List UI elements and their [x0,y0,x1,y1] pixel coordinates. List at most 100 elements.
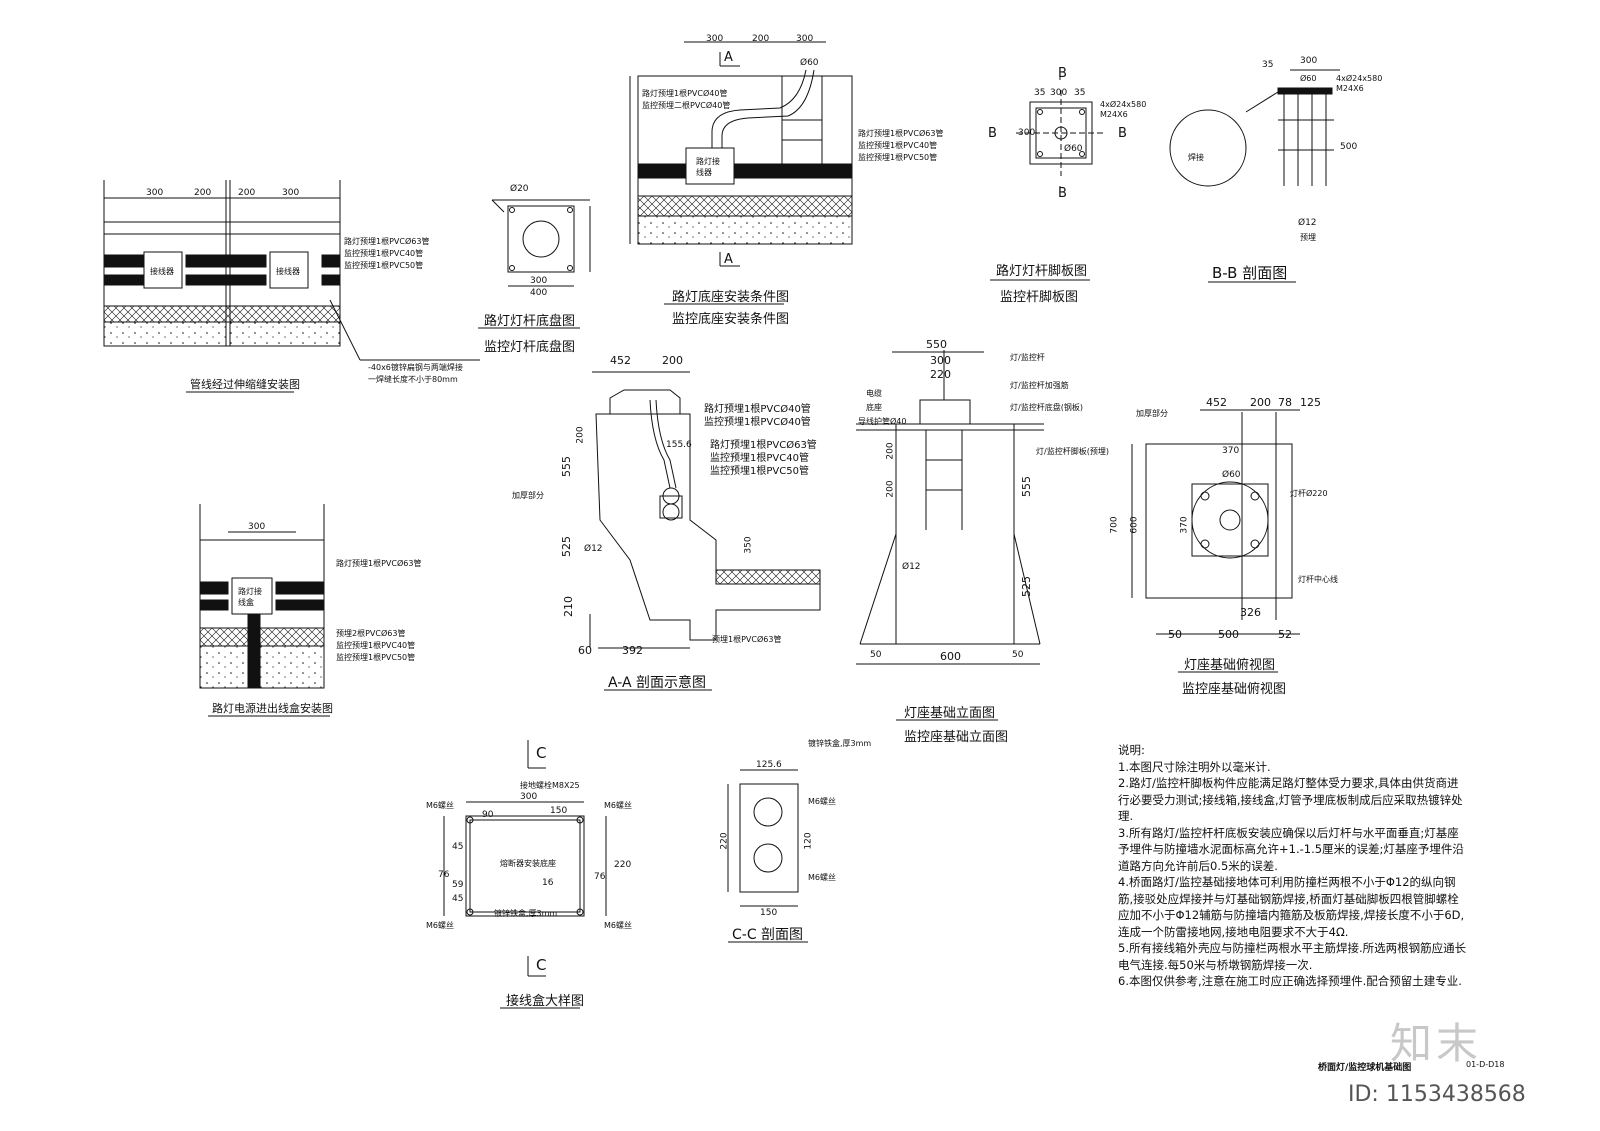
plan-dim-7: 700 [1109,516,1120,534]
aa-section-figure [589,371,821,649]
junction-dim-3: 150 [550,806,568,816]
elev-title: 灯座基础立面图 [904,706,996,721]
baseplate-title: 路灯灯杆底盘图 [484,314,576,329]
plan-dim-9: 370 [1179,516,1190,534]
junction-label-5: M6螺丝 [604,921,632,930]
install-label-right-1: 路灯预埋1根PVCØ63管 [858,129,944,138]
footplate-dim-5: Ø60 [1064,144,1083,154]
junction-dim-6: 45 [452,894,464,904]
elev-dim-4: 555 [1020,476,1033,497]
junction-section-top: C [536,744,547,762]
aa-dim-11: Ø12 [584,544,603,554]
elev-label-1: 灯/监控杆 [1010,353,1045,362]
install-dim-3: 300 [796,34,814,44]
footplate-dim-2: 300 [1050,88,1068,98]
footplate-section-right: B [1118,126,1127,141]
footplate-dim-4: 300 [1018,128,1036,138]
plan-dim-1: 452 [1206,396,1227,409]
aa-label-5: 监控预埋1根PVC50管 [710,466,809,477]
junction-label-3: M6螺丝 [604,801,632,810]
expansion-box-label: 接线器 [150,267,174,276]
bb-dim-3: Ø60 [1300,74,1317,83]
elev-dim-7: 525 [1020,576,1033,597]
plan-dim-13: 52 [1278,628,1292,641]
baseplate-dim-3: 400 [530,288,548,298]
notes-item-4: 4.桥面路灯/监控基础接地体可利用防撞栏两根不小于Φ12的纵向钢筋,接驳处应焊接… [1118,875,1465,939]
cc-label-1: 镀锌铁盒,厚3mm [808,739,872,748]
footplate-dim-1: 35 [1034,88,1046,98]
cc-title: C-C 剖面图 [732,927,804,943]
elev-label-7: 导线护管Ø40 [858,417,907,426]
bb-label-1: 预埋 [1300,233,1316,242]
plan-dim-4: 125 [1300,396,1321,409]
aa-dim-9: 60 [578,644,592,657]
power-pipe-b2: 监控预埋1根PVC40管 [336,641,416,650]
aa-dim-1: 452 [610,354,631,367]
elev-label-4: 灯/监控杆脚板(预埋) [1036,447,1109,456]
design-notes: 说明: 1.本图尺寸除注明外以毫米计. 2.路灯/监控杆脚板构件应能满足路灯整体… [1118,742,1468,990]
power-box-figure [199,504,325,689]
install-section-bottom: A [724,252,733,267]
baseplate-subtitle: 监控灯杆底盘图 [484,340,576,355]
notes-item-5: 5.所有接线箱外壳应与防撞栏两根水平主筋焊接.所选两根钢筋应通长电气连接.每50… [1118,941,1467,972]
plan-subtitle: 监控座基础俯视图 [1182,682,1287,697]
bb-label-2: 焊接 [1188,153,1204,162]
plan-dim-8: 600 [1129,516,1140,534]
power-pipe-b1: 预埋2根PVCØ63管 [336,629,406,638]
junction-dim-4: 45 [452,842,464,852]
elev-label-3: 灯/监控杆底盘(钢板) [1010,403,1083,412]
junction-box-figure [443,801,607,917]
drawing-number: 01-D-D18 [1466,1060,1505,1069]
junction-dim-7: 76 [438,870,450,880]
install-dim-2: 200 [752,34,770,44]
aa-dim-8: 210 [562,596,575,617]
plan-label-2: 灯杆中心线 [1298,575,1338,584]
notes-item-2: 2.路灯/监控杆脚板构件应能满足路灯整体受力要求,具体由供货商进行必要受力测试;… [1118,776,1463,823]
plan-dim-3: 78 [1278,396,1292,409]
bb-dim-7: Ø12 [1298,218,1317,228]
expansion-note: -40x6镀锌扁钢与两端焊接 [368,363,463,372]
elev-dim-9: 600 [940,650,961,663]
plan-label-1: 加厚部分 [1136,409,1168,418]
aa-dim-4: 200 [575,426,586,444]
elev-subtitle: 监控座基础立面图 [904,730,1009,745]
expansion-box-label-2: 接线器 [276,267,300,276]
footplate-dim-6: 4xØ24x580 [1100,100,1147,109]
elev-dim-2: 300 [930,354,951,367]
expansion-joint-figure [103,180,480,361]
aa-label-4: 监控预埋1根PVC40管 [710,453,809,464]
cc-dim-4: 150 [760,908,778,918]
power-title: 路灯电源进出线盒安装图 [212,702,333,715]
bb-dim-2: 300 [1300,56,1318,66]
expansion-title: 管线经过伸缩缝安装图 [190,378,300,391]
drawing-name: 桥面灯/监控球机基础图 [1318,1063,1412,1073]
aa-dim-7: 350 [743,536,754,554]
elevation-figure [856,350,1044,665]
aa-label-1: 路灯预埋1根PVCØ40管 [704,404,811,415]
bb-section-figure [1169,69,1340,187]
aa-dim-2: 200 [662,354,683,367]
install-label-left-2: 监控预埋二根PVCØ40管 [642,101,731,110]
expansion-pipe-3: 监控预埋1根PVC50管 [344,261,424,270]
aa-label-2: 监控预埋1根PVCØ40管 [704,417,811,428]
elev-dim-1: 550 [926,338,947,351]
watermark-id: ID: 1153438568 [1348,1082,1526,1107]
aa-dim-10: 392 [622,644,643,657]
plan-dim-2: 200 [1250,396,1271,409]
cc-section-figure [727,769,799,907]
notes-item-3: 3.所有路灯/监控杆杆底板安装应确保以后灯杆与水平面垂直;灯基座予埋件与防撞墙水… [1118,825,1464,873]
footplate-dim-3: 35 [1074,88,1086,98]
section-markers [527,52,1061,977]
expansion-dim-1: 300 [146,188,164,198]
expansion-pipe-2: 监控预埋1根PVC40管 [344,249,424,258]
footplate-section-bottom: B [1058,186,1067,201]
power-dim: 300 [248,522,266,532]
install-section-top: A [724,50,733,65]
junction-dim-1: 300 [520,792,538,802]
footplate-section-top: B [1058,66,1067,81]
expansion-note-2: 一焊缝长度不小于80mm [368,375,458,384]
foot-plate-figure [1016,90,1104,176]
elev-label-5: 电缆 [866,389,882,398]
expansion-dim-4: 300 [282,188,300,198]
